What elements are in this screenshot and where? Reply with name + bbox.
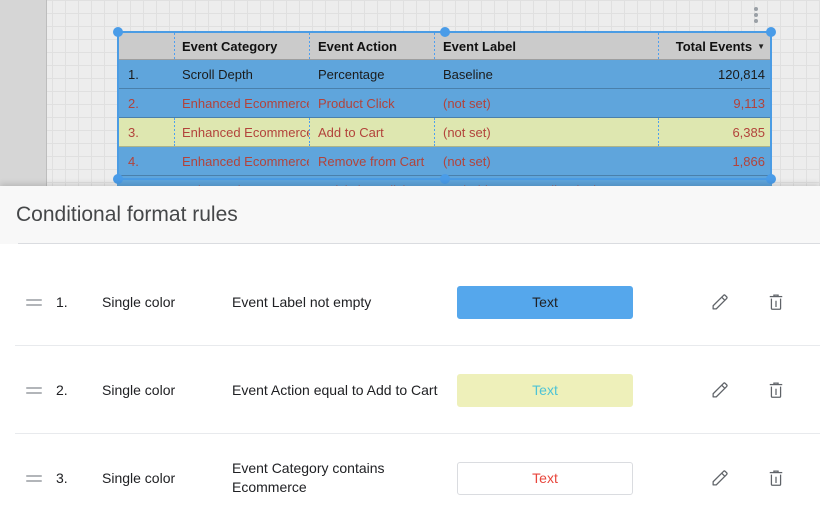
- drag-handle-icon[interactable]: [26, 474, 42, 482]
- rule-condition: Event Label not empty: [232, 293, 372, 310]
- cell-event-label: (not set): [434, 118, 658, 146]
- edit-rule-button[interactable]: [704, 286, 736, 318]
- row-index: 5.: [117, 176, 174, 187]
- cell-total-events: 9,113: [733, 95, 765, 111]
- cell-event-label: (not set): [443, 95, 491, 111]
- cell-total-events: 1,866: [732, 153, 765, 169]
- format-rule-row: 1. Single color Event Label not empty Te…: [0, 258, 820, 346]
- rule-index: 2.: [56, 382, 68, 398]
- delete-rule-button[interactable]: [760, 374, 792, 406]
- cell-total-events: 6,385: [658, 118, 772, 146]
- rule-type: Single color: [102, 294, 176, 310]
- row-index: 3.: [128, 124, 139, 140]
- column-header-event-action[interactable]: Event Action: [309, 33, 434, 59]
- row-index: 1.: [128, 66, 139, 82]
- selection-handle-bottom-left[interactable]: [113, 174, 123, 184]
- pencil-icon: [712, 294, 728, 310]
- cell-event-action: Quickview Click: [309, 176, 434, 187]
- column-header-event-category[interactable]: Event Category: [174, 33, 309, 59]
- format-rule-row: 3. Single color Event Category contains …: [0, 434, 820, 522]
- rule-index: 3.: [56, 470, 68, 486]
- pencil-icon: [712, 470, 728, 486]
- report-canvas[interactable]: Event Category Event Action Event Label …: [0, 0, 820, 186]
- selection-handle-bottom-right[interactable]: [766, 174, 776, 184]
- row-index: 2.: [128, 95, 139, 111]
- column-header-event-label[interactable]: Event Label: [434, 33, 658, 59]
- cell-event-label: Android Tone Hoodie Black: [434, 176, 658, 187]
- sort-descending-icon: ▼: [757, 41, 765, 51]
- rule-type: Single color: [102, 470, 176, 486]
- rule-type: Single color: [102, 382, 176, 398]
- panel-title: Conditional format rules: [16, 203, 238, 226]
- drag-handle-icon[interactable]: [26, 386, 42, 394]
- cell-event-category: Enhanced Ecommerce: [182, 95, 309, 111]
- pencil-icon: [712, 382, 728, 398]
- rule-color-swatch[interactable]: Text: [457, 461, 633, 495]
- conditional-format-panel: Conditional format rules 1. Single color…: [0, 186, 820, 524]
- cell-event-label: Baseline: [443, 66, 493, 82]
- trash-icon: [769, 382, 783, 398]
- selection-handle-top-right[interactable]: [766, 27, 776, 37]
- table-row: 4. Enhanced Ecommerce Remove from Cart (…: [117, 147, 772, 176]
- drag-handle-icon[interactable]: [26, 298, 42, 306]
- cell-event-action: Remove from Cart: [318, 153, 425, 169]
- rule-condition: Event Category contains Ecommerce: [232, 460, 385, 495]
- table-widget[interactable]: Event Category Event Action Event Label …: [117, 33, 772, 186]
- delete-rule-button[interactable]: [760, 462, 792, 494]
- cell-event-label: (not set): [443, 153, 491, 169]
- cell-total-events: 120,814: [718, 66, 765, 82]
- column-header-total-events[interactable]: Total Events ▼: [658, 33, 772, 59]
- cell-event-category: Scroll Depth: [182, 66, 253, 82]
- row-index: 4.: [128, 153, 139, 169]
- rule-color-swatch[interactable]: Text: [457, 285, 633, 319]
- rule-color-swatch[interactable]: Text: [457, 373, 633, 407]
- delete-rule-button[interactable]: [760, 286, 792, 318]
- cell-event-category: Enhanced Ecommerce: [174, 176, 309, 187]
- canvas-left-margin: [0, 0, 47, 186]
- table-row: 2. Enhanced Ecommerce Product Click (not…: [117, 89, 772, 118]
- table-header-row: Event Category Event Action Event Label …: [117, 33, 772, 60]
- format-rules-list: 1. Single color Event Label not empty Te…: [0, 258, 820, 522]
- more-options-icon[interactable]: [750, 7, 762, 27]
- selection-handle-top-middle[interactable]: [439, 27, 450, 37]
- rule-condition: Event Action equal to Add to Cart: [232, 381, 438, 398]
- trash-icon: [769, 294, 783, 310]
- selection-handle-bottom-middle[interactable]: [439, 174, 450, 184]
- format-rule-row: 2. Single color Event Action equal to Ad…: [0, 346, 820, 434]
- cell-event-category: Enhanced Ecommerce: [182, 153, 309, 169]
- cell-total-events: 1,330: [658, 176, 772, 187]
- column-header-total-events-label: Total Events: [675, 38, 753, 54]
- cell-event-action: Add to Cart: [309, 118, 434, 146]
- panel-header: Conditional format rules: [0, 186, 820, 244]
- trash-icon: [769, 470, 783, 486]
- selection-handle-top-left[interactable]: [113, 27, 123, 37]
- edit-rule-button[interactable]: [704, 374, 736, 406]
- cell-event-action: Product Click: [318, 95, 395, 111]
- cell-event-action: Percentage: [318, 66, 385, 82]
- rule-index: 1.: [56, 294, 68, 310]
- table-row: 1. Scroll Depth Percentage Baseline 120,…: [117, 60, 772, 89]
- table-row: 3. Enhanced Ecommerce Add to Cart (not s…: [117, 118, 772, 147]
- cell-event-category: Enhanced Ecommerce: [174, 118, 309, 146]
- column-header-blank: [117, 33, 174, 59]
- edit-rule-button[interactable]: [704, 462, 736, 494]
